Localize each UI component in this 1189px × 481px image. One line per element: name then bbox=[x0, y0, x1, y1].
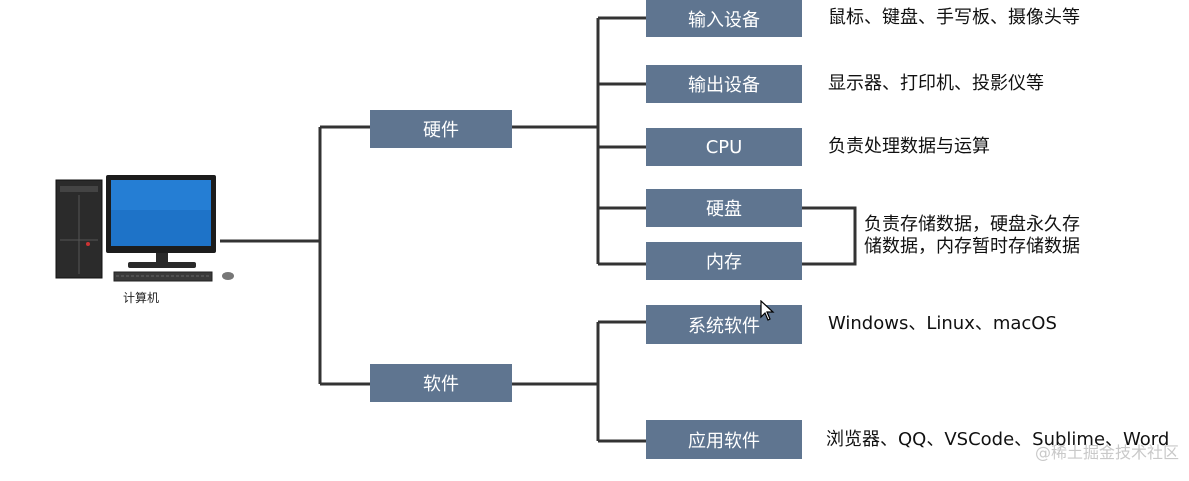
application-software-desc: 浏览器、QQ、VSCode、Sublime、Word bbox=[826, 429, 1170, 450]
input-device-box: 输入设备 bbox=[646, 0, 802, 37]
system-software-box: 系统软件 bbox=[646, 305, 802, 344]
cpu-box: CPU bbox=[646, 128, 802, 166]
computer-icon bbox=[55, 175, 234, 282]
disk-box: 硬盘 bbox=[646, 189, 802, 227]
memory-box: 内存 bbox=[646, 242, 802, 280]
storage-bracket bbox=[802, 206, 857, 266]
system-software-desc: Windows、Linux、macOS bbox=[828, 313, 1057, 334]
input-device-desc: 鼠标、键盘、手写板、摄像头等 bbox=[828, 7, 1080, 28]
output-device-box: 输出设备 bbox=[646, 65, 802, 103]
cpu-desc: 负责处理数据与运算 bbox=[828, 136, 990, 157]
output-device-desc: 显示器、打印机、投影仪等 bbox=[828, 73, 1044, 94]
computer-label: 计算机 bbox=[123, 291, 160, 305]
hardware-box: 硬件 bbox=[370, 110, 512, 148]
application-software-box: 应用软件 bbox=[646, 420, 802, 459]
storage-desc-line2: 储数据，内存暂时存储数据 bbox=[864, 236, 1080, 257]
software-box: 软件 bbox=[370, 364, 512, 402]
storage-desc-line1: 负责存储数据，硬盘永久存 bbox=[864, 214, 1080, 235]
mouse-cursor-icon bbox=[760, 300, 775, 321]
watermark: @稀土掘金技术社区 bbox=[1034, 443, 1179, 462]
